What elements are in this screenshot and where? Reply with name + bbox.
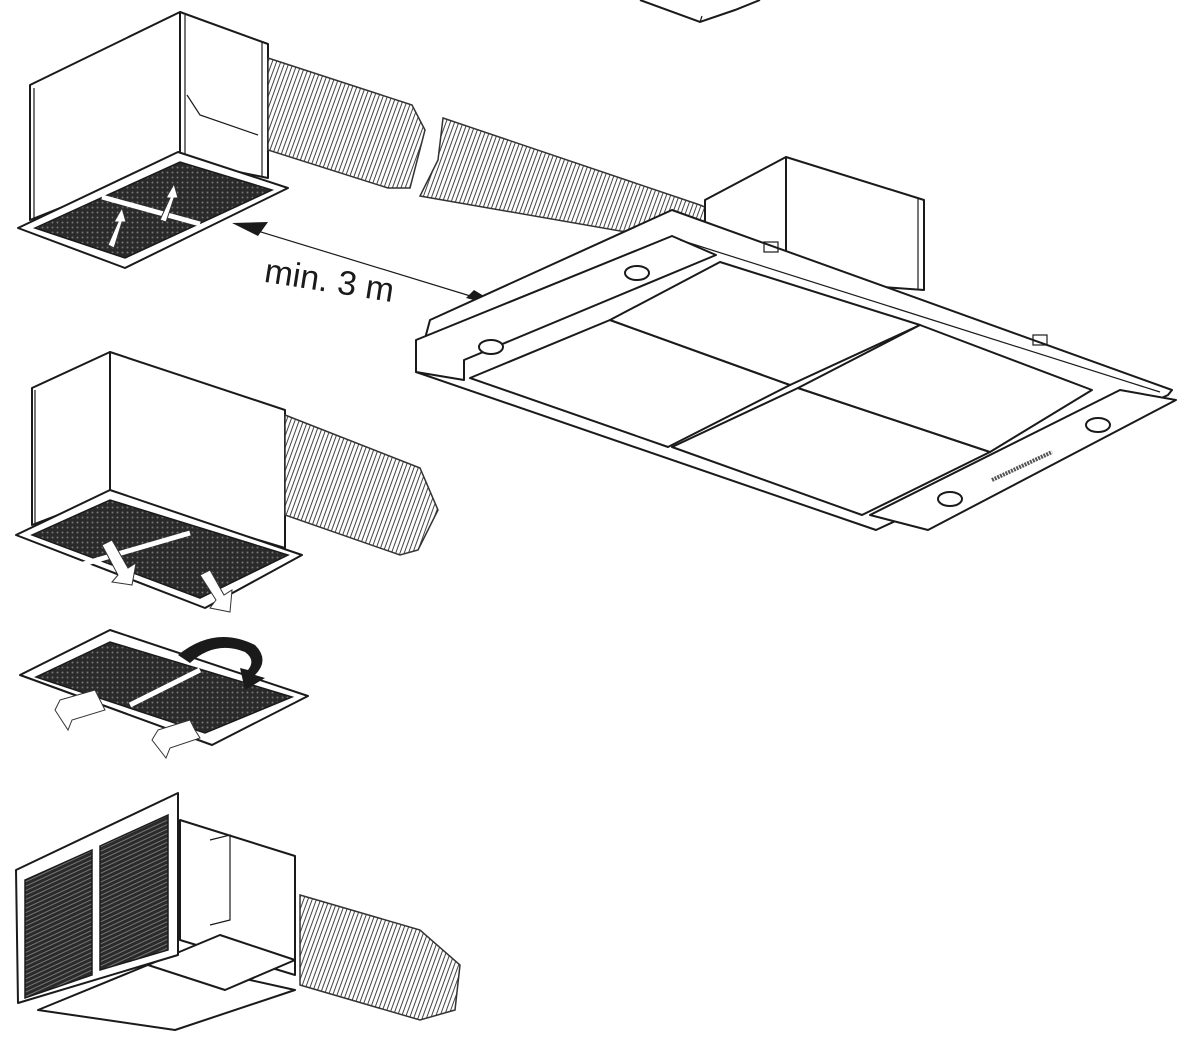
motor-unit-ceiling (17, 11, 289, 269)
partial-object-top (639, 0, 761, 24)
motor-unit-wall (15, 792, 461, 1031)
ceiling-hood (415, 156, 1177, 531)
motor-unit-filter-removal (15, 351, 439, 613)
rotate-arrow-icon (178, 637, 265, 690)
filter-panel-flipped (19, 629, 309, 759)
